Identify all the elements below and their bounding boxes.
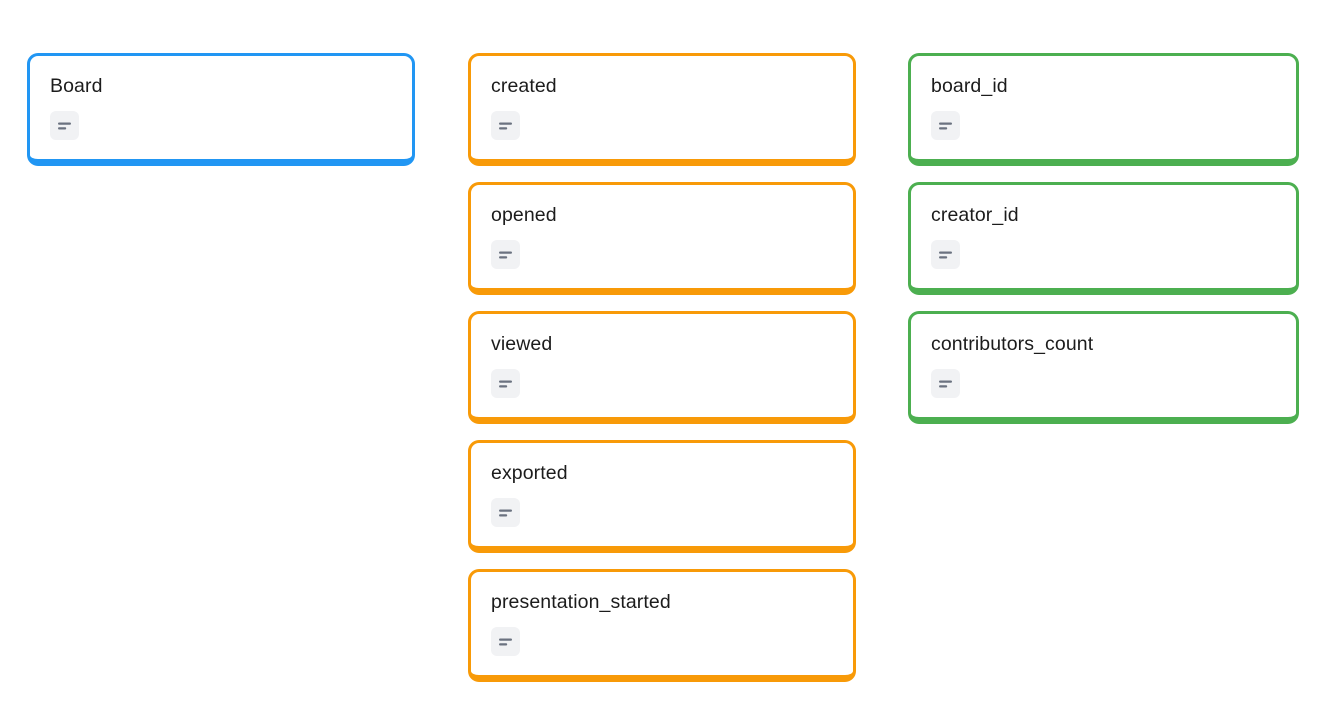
entity-column: Board: [27, 53, 415, 166]
text-lines-icon[interactable]: [491, 498, 520, 527]
event-card-created[interactable]: created: [468, 53, 856, 166]
text-lines-icon[interactable]: [50, 111, 79, 140]
text-lines-icon[interactable]: [491, 111, 520, 140]
property-card-board-id[interactable]: board_id: [908, 53, 1299, 166]
card-title: created: [491, 75, 557, 97]
events-column: created opened viewed: [468, 53, 856, 682]
text-lines-icon[interactable]: [491, 240, 520, 269]
card-title: creator_id: [931, 204, 1019, 226]
text-lines-icon[interactable]: [491, 627, 520, 656]
event-card-exported[interactable]: exported: [468, 440, 856, 553]
event-card-viewed[interactable]: viewed: [468, 311, 856, 424]
card-title: board_id: [931, 75, 1008, 97]
event-card-opened[interactable]: opened: [468, 182, 856, 295]
card-title: opened: [491, 204, 557, 226]
properties-column: board_id creator_id contributors_count: [908, 53, 1299, 424]
entity-card-board[interactable]: Board: [27, 53, 415, 166]
event-card-presentation-started[interactable]: presentation_started: [468, 569, 856, 682]
text-lines-icon[interactable]: [931, 240, 960, 269]
text-lines-icon[interactable]: [931, 111, 960, 140]
card-title: contributors_count: [931, 333, 1094, 355]
property-card-contributors-count[interactable]: contributors_count: [908, 311, 1299, 424]
text-lines-icon[interactable]: [491, 369, 520, 398]
property-card-creator-id[interactable]: creator_id: [908, 182, 1299, 295]
text-lines-icon[interactable]: [931, 369, 960, 398]
card-title: presentation_started: [491, 591, 671, 613]
card-title: Board: [50, 75, 103, 97]
card-title: viewed: [491, 333, 553, 355]
card-title: exported: [491, 462, 568, 484]
